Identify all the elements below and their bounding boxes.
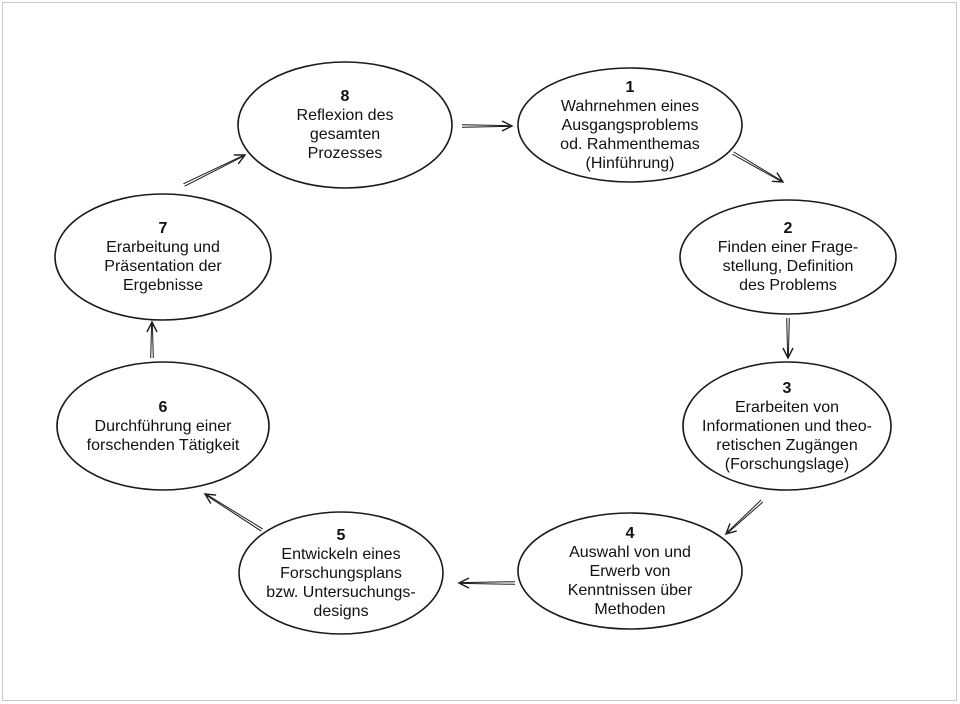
edge-arrow-n3-n4: [724, 499, 764, 536]
node-text-line: retischen Zugängen: [716, 436, 858, 454]
node-text-line: bzw. Untersuchungs-: [266, 583, 416, 601]
node-text-line: (Forschungslage): [724, 455, 850, 473]
node-text-line: des Problems: [739, 277, 837, 294]
edge-arrow-n2-n3: [782, 317, 794, 360]
node-ellipse-8: [237, 61, 453, 189]
node-text-line: Auswahl von und: [569, 543, 691, 561]
node-ellipse-1: [517, 67, 743, 183]
node-text-line: Kenntnissen über: [567, 581, 693, 599]
node-text-line: Informationen und theo-: [702, 417, 872, 435]
edges-layer: [146, 120, 794, 589]
node-text-line: Methoden: [594, 600, 666, 618]
node-text-line: Erarbeitung und: [106, 239, 220, 256]
node-text-line: Forschungsplans: [280, 564, 402, 582]
node-text-line: Ausgangsproblems: [561, 116, 699, 134]
node-ellipse-6: [56, 361, 270, 491]
node-text-line: Ergebnisse: [122, 277, 204, 294]
node-text-line: designs: [313, 602, 369, 620]
node-ellipse-3: [682, 361, 892, 491]
nodes-layer: [54, 61, 897, 635]
node-ellipse-7: [54, 193, 272, 321]
node-text-line: forschenden Tätigkeit: [86, 436, 240, 454]
node-number: 6: [158, 398, 168, 416]
node-number: 7: [158, 220, 168, 237]
edge-arrow-n8-n1: [461, 120, 514, 132]
node-text-line: Prozesses: [307, 145, 383, 162]
node-number: 5: [336, 526, 346, 544]
node-text-line: Finden einer Frage-: [717, 239, 859, 256]
node-number: 8: [340, 88, 350, 105]
node-text-line: Wahrnehmen eines: [560, 97, 700, 115]
node-text-line: Erwerb von: [589, 562, 671, 580]
node-number: 3: [782, 379, 792, 397]
node-text-line: gesamten: [309, 126, 381, 143]
node-number: 1: [625, 78, 635, 96]
node-text-line: stellung, Definition: [722, 258, 854, 275]
node-ellipse-4: [517, 512, 743, 630]
node-ellipse-2: [679, 199, 897, 315]
node-text-line: Reflexion des: [296, 107, 394, 124]
edge-arrow-n4-n5: [457, 577, 516, 589]
node-number: 4: [625, 524, 635, 542]
node-number: 2: [783, 220, 793, 237]
node-text-line: od. Rahmenthemas: [560, 135, 700, 153]
edge-arrow-n5-n6: [203, 493, 263, 532]
node-text-line: (Hinführung): [585, 154, 675, 172]
edge-arrow-n6-n7: [146, 320, 158, 359]
node-text-line: Entwickeln eines: [281, 545, 401, 563]
node-ellipse-5: [238, 511, 444, 635]
node-text-line: Durchführung einer: [94, 417, 232, 435]
node-text-line: Erarbeiten von: [734, 398, 840, 416]
node-text-line: Präsentation der: [104, 258, 222, 275]
edge-arrow-n7-n8: [183, 154, 247, 187]
edge-arrow-n1-n2: [732, 151, 785, 183]
